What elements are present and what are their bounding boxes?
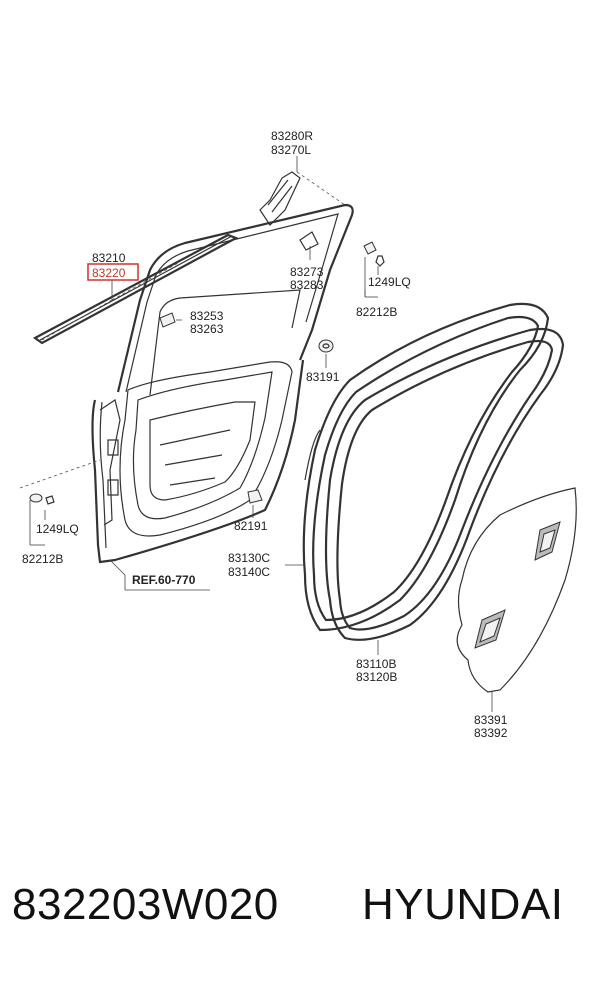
body-side-weatherstrip — [302, 302, 550, 632]
label-83273: 83273 — [290, 265, 324, 279]
grommet-82191 — [247, 489, 263, 504]
label-83210: 83210 — [92, 251, 126, 265]
label-1249lq-top: 1249LQ — [368, 275, 411, 289]
parts-diagram: 83280R 83270L 83210 83220 83273 83283 12… — [19, 129, 577, 740]
label-83220: 83220 — [92, 266, 126, 280]
label-83120b: 83120B — [356, 670, 397, 684]
clip-83253 — [159, 312, 176, 328]
label-83130c: 83130C — [228, 551, 270, 565]
label-83140c: 83140C — [228, 565, 270, 579]
label-83191: 83191 — [306, 370, 340, 384]
label-82191: 82191 — [234, 519, 268, 533]
part-number-text: 832203W020 — [12, 880, 279, 929]
label-ref-60-770: REF.60-770 — [132, 573, 196, 587]
fastener-left-clip — [29, 493, 55, 505]
fastener-top-clip — [363, 241, 385, 267]
door-sheet — [456, 487, 577, 693]
label-83253: 83253 — [190, 309, 224, 323]
label-83110b: 83110B — [356, 657, 396, 671]
label-83280r: 83280R — [271, 129, 313, 143]
leader-lines — [19, 156, 493, 712]
label-83391: 83391 — [474, 713, 508, 727]
door-frame — [91, 171, 354, 564]
label-83263: 83263 — [190, 322, 224, 336]
label-82212b-top: 82212B — [356, 305, 397, 319]
brand-text: HYUNDAI — [362, 880, 564, 929]
label-83392: 83392 — [474, 726, 508, 740]
part-labels: 83280R 83270L 83210 83220 83273 83283 12… — [22, 129, 508, 740]
label-82212b-left: 82212B — [22, 552, 63, 566]
label-83270l: 83270L — [271, 143, 311, 157]
label-1249lq-left: 1249LQ — [36, 522, 79, 536]
footer: 832203W020 HYUNDAI — [0, 880, 600, 950]
label-83283: 83283 — [290, 278, 324, 292]
grommet-83191 — [318, 339, 334, 353]
door-side-weatherstrip — [324, 327, 565, 641]
highlight-box — [87, 263, 139, 281]
outer-belt-weatherstrip — [32, 233, 239, 345]
